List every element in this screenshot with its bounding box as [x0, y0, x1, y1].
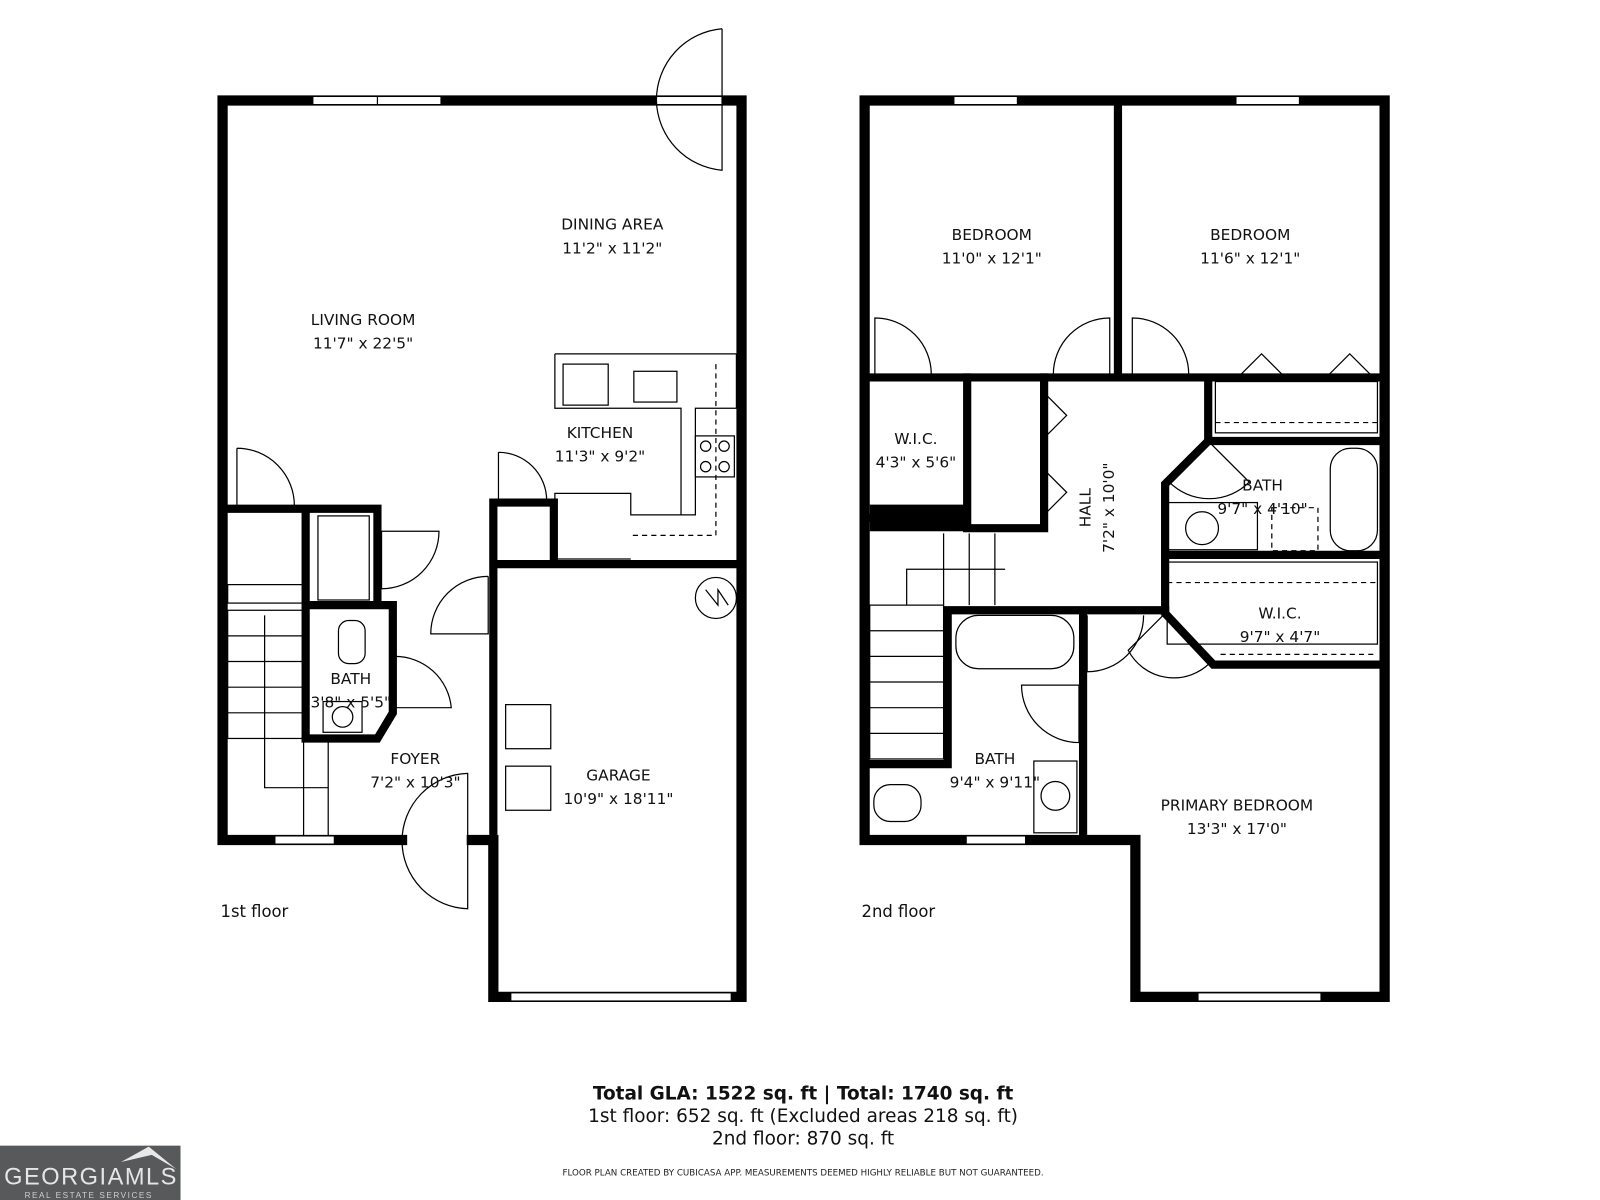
entry-door	[655, 28, 723, 171]
room-name: KITCHEN	[567, 424, 634, 442]
window	[1197, 992, 1322, 1002]
room-size: 11'0" x 12'1"	[942, 250, 1042, 268]
room-name: FOYER	[390, 750, 440, 768]
exterior-wall	[859, 95, 1390, 1003]
storage-box	[505, 704, 552, 750]
first-floor-area: 1st floor: 652 sq. ft (Excluded areas 21…	[588, 1106, 1018, 1127]
closet-door	[236, 447, 295, 507]
georgia-mls-logo: GEORGIAMLS REAL ESTATE SERVICES	[0, 1145, 181, 1200]
kitchen-counter	[554, 353, 738, 560]
room-name: BATH	[330, 670, 371, 688]
wall-block	[869, 504, 968, 532]
vanity	[1166, 501, 1259, 551]
room-name: W.I.C.	[1258, 604, 1301, 622]
room-name: PRIMARY BEDROOM	[1161, 796, 1314, 814]
room-name: HALL	[1076, 488, 1094, 528]
bathtub	[955, 614, 1075, 670]
window	[953, 95, 1019, 106]
refrigerator	[562, 363, 609, 406]
garage-door	[510, 992, 732, 1002]
svg-text:REAL ESTATE SERVICES: REAL ESTATE SERVICES	[25, 1191, 153, 1200]
closet-shelf	[1166, 561, 1379, 645]
first-floor: DINING AREA 11'2" x 11'2" LIVING ROOM 11…	[217, 28, 747, 1003]
window	[965, 835, 1027, 845]
bath-door	[1020, 684, 1080, 744]
room-size: 7'2" x 10'0"	[1100, 462, 1118, 552]
svg-text:GEORGIAMLS: GEORGIAMLS	[4, 1164, 176, 1190]
room-size: 11'3" x 9'2"	[555, 448, 645, 466]
bath-door	[394, 655, 452, 709]
room-name: LIVING ROOM	[311, 311, 416, 329]
room-name: BATH	[1242, 476, 1283, 494]
room-size: 13'3" x 17'0"	[1187, 820, 1287, 838]
toilet	[1271, 507, 1319, 552]
window	[274, 835, 335, 845]
window	[1235, 95, 1301, 106]
sink	[1185, 511, 1220, 546]
total-area: Total GLA: 1522 sq. ft | Total: 1740 sq.…	[593, 1083, 1014, 1104]
sink	[331, 706, 354, 728]
room-size: 7'2" x 10'3"	[370, 774, 460, 792]
room-size: 9'7" x 4'10"	[1217, 500, 1307, 518]
closet-shelf	[317, 515, 370, 601]
room-size: 10'9" x 18'11"	[563, 790, 673, 808]
closet-door	[380, 530, 440, 590]
storage-box	[505, 765, 552, 811]
garage-entry-door	[430, 575, 489, 635]
toilet	[873, 783, 922, 823]
second-floor: BEDROOM 11'0" x 12'1" BEDROOM 11'6" x 12…	[859, 95, 1390, 1003]
water-heater	[694, 576, 738, 620]
bedroom-door	[1052, 317, 1111, 375]
wic-door	[1127, 612, 1211, 679]
toilet	[337, 619, 366, 665]
room-name: BEDROOM	[952, 226, 1032, 244]
room-name: DINING AREA	[561, 216, 664, 234]
room-name: BEDROOM	[1210, 226, 1290, 244]
bedroom-door	[874, 317, 932, 375]
bath-door	[1086, 615, 1145, 673]
bedroom-door	[1131, 317, 1190, 375]
second-floor-area: 2nd floor: 870 sq. ft	[712, 1129, 894, 1150]
vanity	[1033, 760, 1078, 834]
closet-shelf	[1214, 380, 1379, 434]
room-size: 11'6" x 12'1"	[1200, 250, 1300, 268]
bathtub	[1329, 447, 1379, 552]
floor-label: 1st floor	[221, 902, 289, 921]
closet-bifold-door	[1045, 394, 1068, 514]
room-size: 4'3" x 5'6"	[876, 454, 957, 472]
room-size: 11'2" x 11'2"	[562, 239, 662, 257]
kitchen-sink	[633, 370, 678, 403]
bath-door	[1168, 440, 1251, 500]
front-door	[401, 841, 469, 910]
sink	[1040, 780, 1071, 811]
floor-label: 2nd floor	[862, 902, 936, 921]
pantry-door	[497, 451, 548, 502]
room-size: 9'4" x 9'11"	[950, 774, 1040, 792]
stove	[694, 435, 735, 478]
room-name: BATH	[974, 750, 1015, 768]
room-name: W.I.C.	[894, 430, 937, 448]
closet-bifold-door	[1240, 352, 1371, 375]
stairs	[869, 533, 1006, 760]
exterior-wall	[217, 95, 747, 1003]
room-name: GARAGE	[586, 767, 650, 785]
vanity	[322, 700, 363, 733]
disclaimer: FLOOR PLAN CREATED BY CUBICASA APP. MEAS…	[562, 1168, 1043, 1178]
room-size: 11'7" x 22'5"	[313, 335, 413, 353]
stairs	[227, 584, 329, 836]
door-opening	[655, 95, 724, 106]
room-size: 3'8" x 5'5"	[310, 694, 391, 712]
room-size: 9'7" x 4'7"	[1240, 628, 1321, 646]
